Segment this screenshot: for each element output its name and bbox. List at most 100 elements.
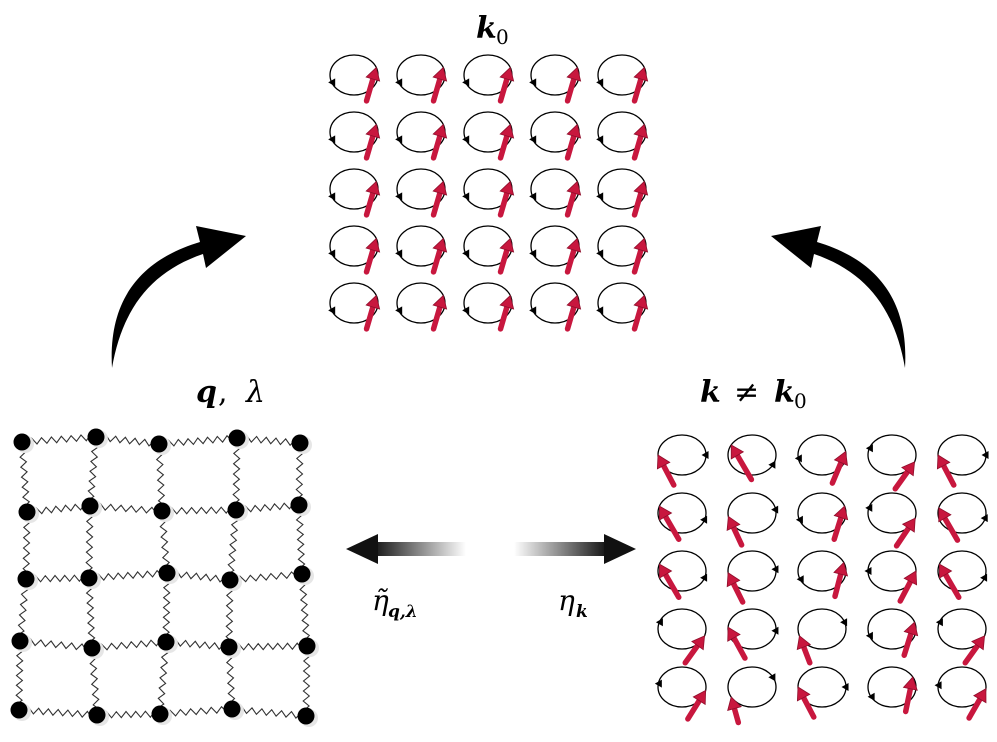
spin-k-r1-c4 [937, 492, 988, 543]
spin-k-r2-c1 [726, 550, 779, 605]
spin-k-r4-c3 [867, 666, 918, 715]
spring-bond [91, 638, 167, 652]
atom-4-0 [10, 701, 28, 719]
spin-arrow [727, 696, 742, 726]
spin-arrow [938, 507, 961, 543]
atom-4-1 [88, 706, 106, 724]
orbit-direction-marker [529, 78, 537, 87]
spin-k-r2-c4 [937, 550, 988, 600]
spin-k0-r3-c3 [529, 225, 582, 275]
label-eta-tilde: η̃ q,λ [372, 584, 418, 622]
orbit-direction-marker [395, 78, 403, 87]
spin-grid-k-neq-k0 [654, 434, 989, 726]
atom-0-4 [291, 434, 309, 452]
spin-arrow [363, 237, 381, 275]
spin-arrow [831, 505, 849, 542]
spin-k0-r1-c2 [462, 111, 515, 161]
orbit-direction-marker [796, 575, 804, 584]
svg-text:q,λ: q,λ [388, 602, 418, 622]
spin-arrow [727, 626, 748, 661]
spin-arrow [564, 237, 582, 275]
spin-k0-r1-c0 [328, 111, 381, 161]
spin-k0-r0-c4 [596, 54, 649, 104]
spin-k0-r3-c4 [596, 225, 649, 275]
spin-k0-r0-c3 [529, 54, 582, 104]
atom-0-1 [87, 428, 105, 446]
atom-2-0 [17, 570, 35, 588]
orbit-direction-marker [462, 135, 470, 144]
spin-k-r3-c1 [727, 608, 779, 661]
spring-bond [89, 502, 163, 515]
spin-arrow [430, 123, 448, 161]
spin-arrow [897, 570, 918, 604]
orbit-direction-marker [980, 514, 988, 523]
atom-1-0 [18, 503, 36, 521]
spin-arrow [497, 180, 515, 218]
orbit-direction-marker [795, 515, 803, 524]
orbit-direction-marker [867, 692, 875, 701]
orbit-direction-marker [328, 306, 336, 315]
spring-bond [158, 434, 238, 448]
spin-arrow [430, 294, 448, 332]
spring-bond [86, 436, 99, 507]
spring-bond [162, 572, 171, 643]
atom-0-2 [150, 435, 168, 453]
spin-arrow [796, 686, 817, 720]
spring-bond [156, 641, 169, 715]
spring-bond [85, 505, 94, 579]
spin-k0-r1-c1 [395, 111, 448, 161]
svg-text:k: k [700, 375, 721, 410]
atom-1-2 [153, 502, 171, 520]
spring-bond [88, 647, 101, 716]
svg-text:0: 0 [496, 25, 509, 49]
spin-k-r4-c1 [727, 666, 777, 726]
orbit-direction-marker [462, 192, 470, 201]
spin-k-r4-c0 [654, 666, 707, 722]
spin-k-r3-c3 [865, 608, 919, 658]
orbit-direction-marker [840, 618, 848, 627]
spring-bond [232, 437, 241, 511]
atom-4-3 [223, 700, 241, 718]
spin-grid-k0 [328, 54, 649, 332]
orbit-direction-marker [794, 454, 802, 463]
orbit-direction-marker [328, 78, 336, 87]
spin-arrow [892, 461, 916, 492]
label-k-neq-k0: k ≠ k 0 [700, 375, 807, 413]
orbit-direction-marker [981, 451, 989, 459]
spin-k0-r4-c1 [395, 282, 448, 332]
spin-k0-r2-c0 [328, 168, 381, 218]
orbit-direction-marker [395, 135, 403, 144]
spin-arrow [564, 123, 582, 161]
spin-k0-r1-c4 [596, 111, 649, 161]
spin-arrow [631, 237, 649, 275]
spring-bond [231, 706, 307, 719]
spring-bond [85, 577, 96, 649]
spin-k0-r0-c2 [462, 54, 515, 104]
atom-4-4 [297, 707, 315, 725]
orbit-direction-marker [596, 78, 604, 87]
spring-bond [159, 705, 233, 718]
orbit-direction-marker [395, 192, 403, 201]
spin-arrow [497, 123, 515, 161]
spin-k0-r0-c1 [395, 54, 448, 104]
spring-bond [155, 443, 166, 512]
atom-2-1 [80, 569, 98, 587]
svg-text:≠: ≠ [734, 375, 759, 410]
spin-arrow [901, 621, 919, 658]
orbit-direction-marker [395, 306, 403, 315]
spin-arrow [631, 66, 649, 104]
orbit-direction-marker [328, 249, 336, 258]
spin-arrow [796, 635, 813, 666]
svg-text:η̃: η̃ [372, 584, 389, 617]
atom-3-2 [157, 633, 175, 651]
orbit-direction-marker [328, 135, 336, 144]
orbit-direction-marker [865, 444, 873, 453]
spin-arrow [430, 66, 448, 104]
atom-2-3 [221, 571, 239, 589]
orbit-direction-marker [328, 192, 336, 201]
spin-arrow [682, 635, 706, 666]
spin-k0-r4-c0 [328, 282, 381, 332]
orbit-direction-marker [700, 515, 708, 524]
orbit-direction-marker [935, 618, 943, 627]
orbit-direction-marker [529, 249, 537, 258]
